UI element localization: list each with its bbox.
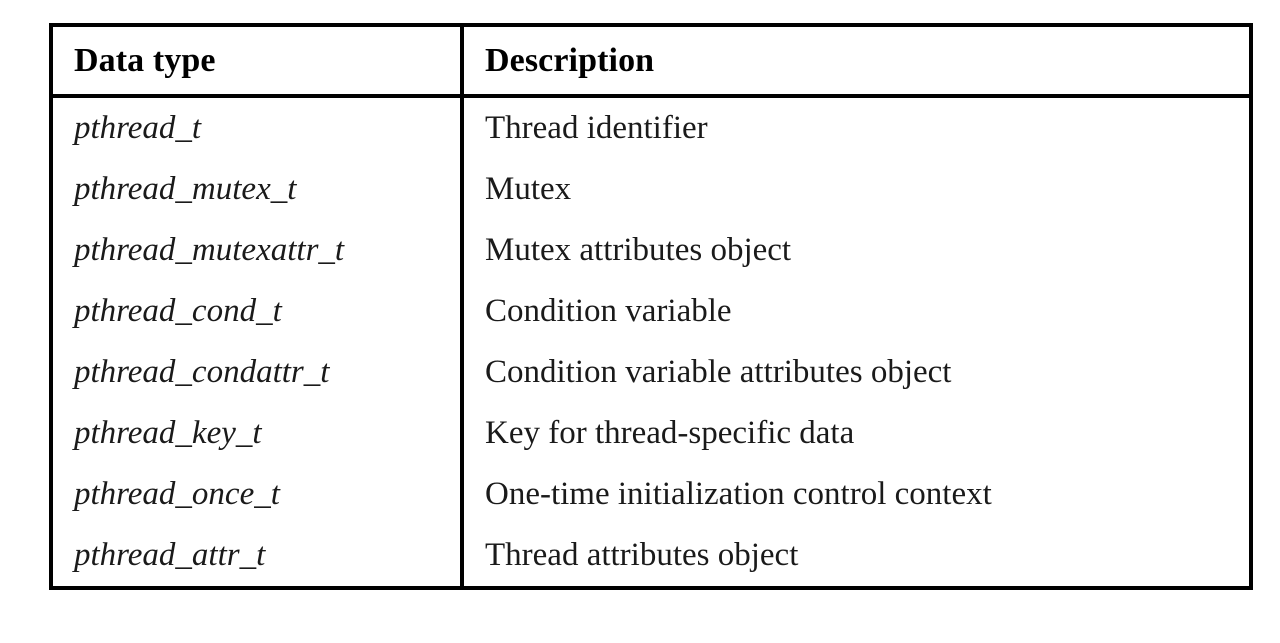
cell-description: Mutex attributes object bbox=[460, 220, 1249, 281]
cell-description: Mutex bbox=[460, 159, 1249, 220]
data-type-description: Thread attributes object bbox=[485, 537, 799, 573]
cell-data-type: pthread_attr_t bbox=[53, 525, 462, 586]
data-type-name: pthread_t bbox=[74, 110, 202, 146]
data-type-description: Condition variable attributes object bbox=[485, 354, 952, 390]
data-types-table-container: Data type Description pthread_t Thread id… bbox=[49, 23, 1253, 590]
cell-data-type: pthread_condattr_t bbox=[53, 342, 462, 403]
cell-data-type: pthread_once_t bbox=[53, 464, 462, 525]
cell-description: Key for thread-specific data bbox=[460, 403, 1249, 464]
data-type-name: pthread_attr_t bbox=[74, 537, 266, 573]
cell-data-type: pthread_t bbox=[53, 96, 462, 159]
cell-description: One-time initialization control context bbox=[460, 464, 1249, 525]
table-row: pthread_mutexattr_t Mutex attributes obje… bbox=[53, 220, 1249, 281]
column-header-data-type: Data type bbox=[53, 27, 462, 98]
data-type-name: pthread_once_t bbox=[74, 476, 280, 512]
data-type-name: pthread_key_t bbox=[74, 415, 262, 451]
data-type-description: One-time initialization control context bbox=[485, 476, 992, 512]
cell-description: Condition variable bbox=[460, 281, 1249, 342]
data-types-table: Data type Description pthread_t Thread id… bbox=[53, 27, 1249, 586]
table-row: pthread_attr_t Thread attributes object bbox=[53, 525, 1249, 586]
data-type-name: pthread_mutexattr_t bbox=[74, 232, 345, 268]
cell-description: Thread attributes object bbox=[460, 525, 1249, 586]
data-type-description: Thread identifier bbox=[485, 110, 708, 146]
table-head: Data type Description bbox=[53, 27, 1249, 98]
data-type-name: pthread_mutex_t bbox=[74, 171, 297, 207]
cell-description: Thread identifier bbox=[460, 96, 1249, 159]
data-type-description: Mutex attributes object bbox=[485, 232, 792, 268]
table-body: pthread_t Thread identifier pthread_mutex_… bbox=[53, 96, 1249, 586]
cell-data-type: pthread_mutex_t bbox=[53, 159, 462, 220]
table-row: pthread_t Thread identifier bbox=[53, 96, 1249, 159]
cell-data-type: pthread_key_t bbox=[53, 403, 462, 464]
column-header-description: Description bbox=[460, 27, 1249, 98]
data-type-description: Key for thread-specific data bbox=[485, 415, 855, 451]
cell-description: Condition variable attributes object bbox=[460, 342, 1249, 403]
table-row: pthread_mutex_t Mutex bbox=[53, 159, 1249, 220]
data-type-description: Condition variable bbox=[485, 293, 732, 329]
table-header-row: Data type Description bbox=[53, 27, 1249, 98]
table-row: pthread_once_t One-time initialization co… bbox=[53, 464, 1249, 525]
cell-data-type: pthread_mutexattr_t bbox=[53, 220, 462, 281]
data-type-name: pthread_condattr_t bbox=[74, 354, 330, 390]
data-type-description: Mutex bbox=[485, 171, 572, 207]
cell-data-type: pthread_cond_t bbox=[53, 281, 462, 342]
table-row: pthread_key_t Key for thread-specific dat… bbox=[53, 403, 1249, 464]
data-type-name: pthread_cond_t bbox=[74, 293, 282, 329]
table-row: pthread_cond_t Condition variable bbox=[53, 281, 1249, 342]
table-row: pthread_condattr_t Condition variable att… bbox=[53, 342, 1249, 403]
